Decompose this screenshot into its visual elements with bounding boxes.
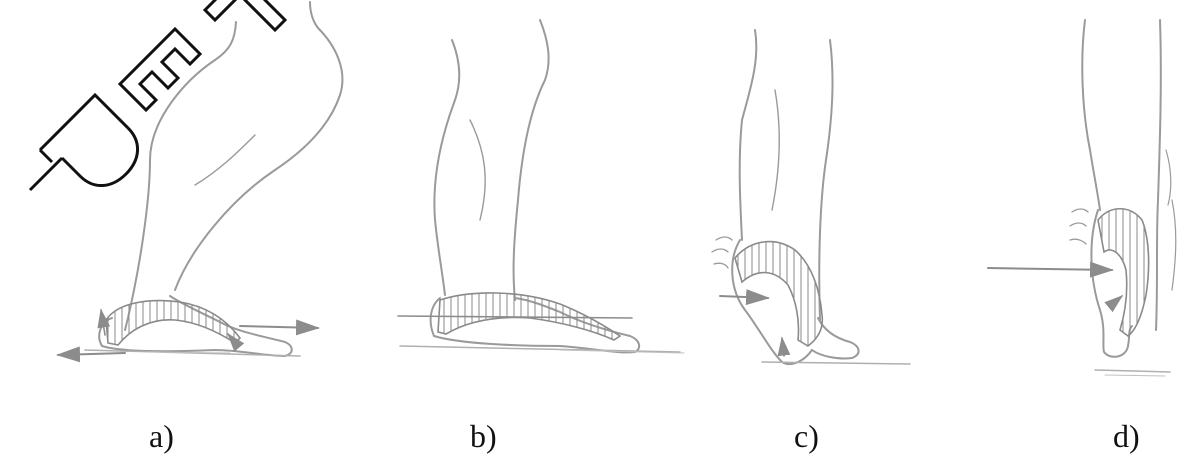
panel-b-leg-back (434, 40, 459, 295)
panel-c-leg-back (740, 30, 757, 240)
panel-c-arch (735, 242, 822, 346)
panel-a-leg-front (175, 2, 342, 290)
panel-d-ground (1095, 370, 1170, 372)
panel-c-arrow-push (720, 296, 768, 298)
panel-d-arrow-up (1110, 296, 1122, 306)
panel-d-leg-back (1082, 20, 1100, 210)
panel-a-illustration (58, 2, 342, 356)
panel-b-leg-front (514, 20, 549, 300)
panel-b-label: b) (470, 420, 497, 452)
panel-d-arrow-push (988, 268, 1112, 270)
panel-a-label: a) (149, 420, 174, 452)
panel-d-illustration (988, 20, 1176, 376)
panel-c-leg-front (819, 40, 832, 320)
panel-a-leg-back (125, 22, 236, 330)
panel-c-arrow-toe (782, 338, 784, 356)
panel-d-label: d) (1113, 420, 1140, 452)
panel-d-leg-front (1156, 20, 1161, 330)
panel-a-arrow-forward (240, 326, 318, 328)
panel-b-reference-line (398, 316, 632, 318)
panel-a-arch (106, 301, 240, 345)
panel-c-illustration (712, 30, 910, 364)
panel-d-arch (1098, 209, 1149, 336)
panel-b-illustration (398, 20, 684, 353)
panel-a-arrow-backward (58, 353, 125, 355)
panel-c-label: c) (794, 420, 819, 452)
